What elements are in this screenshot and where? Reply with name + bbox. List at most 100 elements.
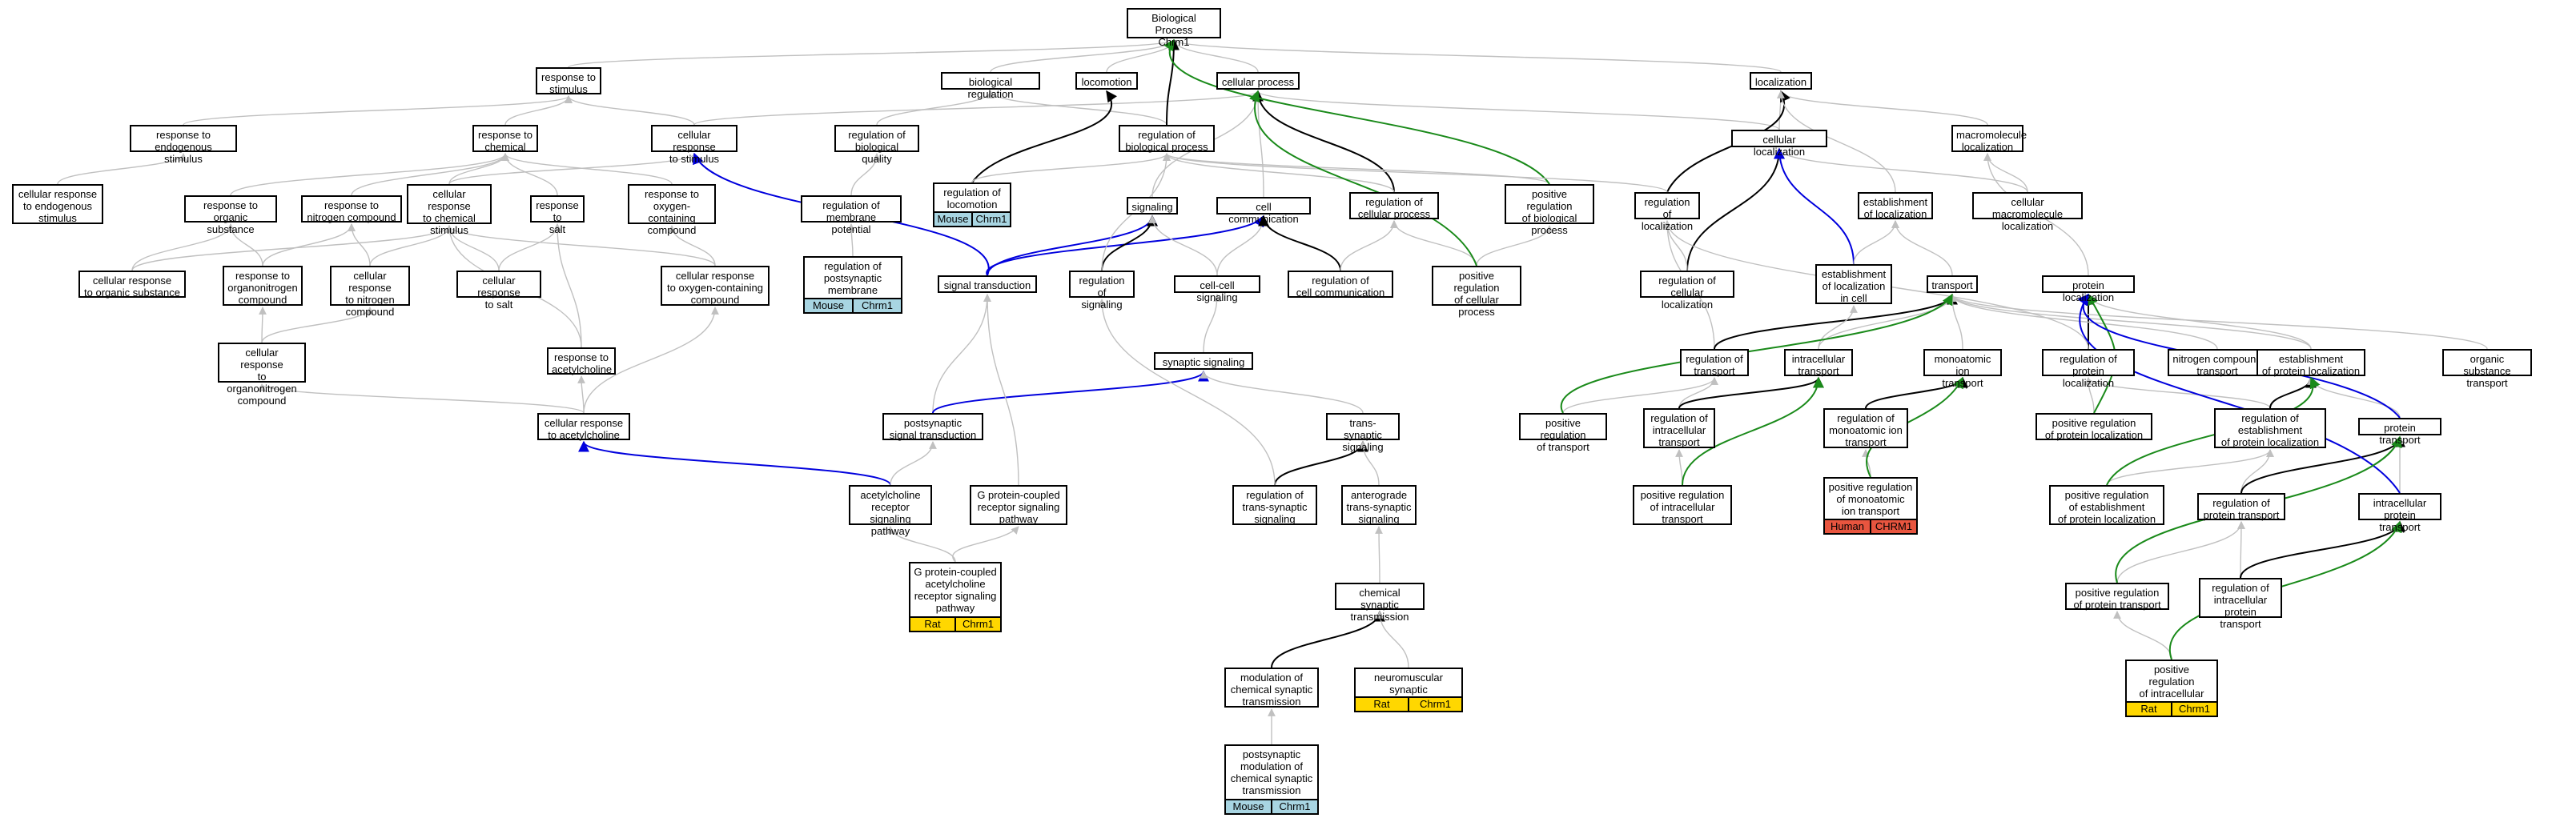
go-term-achr[interactable]: acetylcholine receptor signaling pathway xyxy=(849,485,932,537)
go-term-prbp[interactable]: positive regulation of biological proces… xyxy=(1505,184,1594,236)
edge-cst-to-ats xyxy=(1375,526,1383,583)
go-term-nmst[interactable]: neuromuscular synaptic transmissionRatCh… xyxy=(1354,668,1463,712)
go-term-mml[interactable]: macromolecule localization xyxy=(1951,125,2027,153)
go-term-label: response to acetylcholine xyxy=(552,351,613,375)
go-term-prpl[interactable]: positive regulation of protein localizat… xyxy=(2035,413,2152,441)
edge-tss-to-ssig xyxy=(1200,371,1364,414)
go-term-label: acetylcholine receptor signaling pathway xyxy=(860,489,921,537)
go-term-cml[interactable]: cellular macromolecule localization xyxy=(1972,192,2083,232)
go-term-label: macromolecule localization xyxy=(1956,129,2027,153)
go-term-ccs[interactable]: cell-cell signaling xyxy=(1174,275,1260,303)
go-term-rcl[interactable]: regulation of cellular localization xyxy=(1640,271,1734,311)
go-term-epl[interactable]: establishment of protein localization xyxy=(2257,349,2365,377)
go-term-ssig[interactable]: synaptic signaling xyxy=(1154,352,1253,370)
go-term-crtsalt[interactable]: cellular response to salt xyxy=(456,271,541,311)
edge-rcc-to-ccomm xyxy=(1258,215,1341,271)
go-term-sig[interactable]: signaling xyxy=(1127,197,1178,215)
go-term-rts[interactable]: response to stimulus xyxy=(536,67,601,95)
go-term-rbp[interactable]: regulation of biological process xyxy=(1119,125,1215,153)
go-term-prep[interactable]: positive regulation of establishment of … xyxy=(2049,485,2164,525)
edge-rtach-to-rtsalt xyxy=(553,223,582,348)
go-term-prcp[interactable]: positive regulation of cellular process xyxy=(1432,266,1521,318)
go-term-gpcach[interactable]: G protein-coupled acetylcholine receptor… xyxy=(909,562,1002,632)
go-term-transport[interactable]: transport xyxy=(1927,275,1978,293)
go-term-rtnc[interactable]: response to nitrogen compound xyxy=(301,195,402,223)
go-term-crtocc[interactable]: cellular response to oxygen-containing c… xyxy=(661,266,770,306)
go-term-ccomm[interactable]: cell communication xyxy=(1216,197,1311,225)
go-term-rpt[interactable]: regulation of protein transport xyxy=(2197,493,2285,521)
edge-st-to-sig xyxy=(987,215,1158,276)
go-term-label: establishment of localization xyxy=(1863,196,1928,220)
go-term-ict[interactable]: intracellular transport xyxy=(1784,349,1853,377)
go-term-label: regulation of cellular localization xyxy=(1658,275,1716,311)
go-term-mcst[interactable]: modulation of chemical synaptic transmis… xyxy=(1224,668,1319,708)
go-term-ats[interactable]: anterograde trans-synaptic signaling xyxy=(1341,485,1417,525)
go-term-rtr[interactable]: regulation of transport xyxy=(1680,349,1749,377)
go-term-crtach[interactable]: cellular response to acetylcholine xyxy=(537,413,630,441)
go-term-cloc[interactable]: cellular localization xyxy=(1731,130,1827,158)
edge-rep-to-rpl xyxy=(2084,377,2271,409)
go-term-crtes[interactable]: cellular response to endogenous stimulus xyxy=(12,184,103,224)
go-term-breg[interactable]: biological regulation xyxy=(941,72,1040,100)
go-term-rcc[interactable]: regulation of cell communication xyxy=(1288,271,1393,299)
go-term-prict[interactable]: positive regulation of intracellular tra… xyxy=(1633,485,1732,525)
go-term-rmp[interactable]: regulation of membrane potential xyxy=(801,195,902,235)
go-term-rtes[interactable]: response to endogenous stimulus xyxy=(130,125,237,165)
edge-rcl-to-cloc xyxy=(1686,147,1785,271)
go-term-gpcr[interactable]: G protein-coupled receptor signaling pat… xyxy=(970,485,1067,525)
go-term-label: regulation of biological quality xyxy=(848,129,906,165)
species-tag: Rat xyxy=(2125,701,2172,717)
go-term-ipt[interactable]: intracellular protein transport xyxy=(2358,493,2441,533)
go-term-ript[interactable]: regulation of intracellular protein tran… xyxy=(2199,578,2282,630)
go-term-rsig[interactable]: regulation of signaling xyxy=(1069,271,1135,311)
edge-rtsalt-to-rtc xyxy=(501,153,558,196)
go-term-rtach[interactable]: response to acetylcholine xyxy=(547,347,616,375)
go-term-eloc[interactable]: establishment of localization xyxy=(1858,192,1933,220)
go-term-prmit[interactable]: positive regulation of monoatomic ion tr… xyxy=(1823,477,1918,535)
go-term-label: cellular response to acetylcholine xyxy=(544,417,624,441)
go-term-rict[interactable]: regulation of intracellular transport xyxy=(1643,408,1715,448)
edge-prict-to-ict xyxy=(1682,376,1824,486)
go-term-tss[interactable]: trans-synaptic signaling xyxy=(1326,413,1400,453)
go-term-pript[interactable]: positive regulation of intracellular pro… xyxy=(2125,660,2218,717)
go-term-rtsalt[interactable]: response to salt xyxy=(530,195,585,235)
go-term-label: Biological Process Chrm1 xyxy=(1151,12,1196,48)
go-term-ploc[interactable]: protein localization xyxy=(2042,275,2135,303)
go-term-prt[interactable]: positive regulation of transport xyxy=(1519,413,1607,453)
edge-gpcach-to-gpcr xyxy=(952,526,1019,563)
go-term-crtos[interactable]: cellular response to organic substance xyxy=(78,271,186,299)
go-term-pst[interactable]: postsynaptic signal transduction xyxy=(882,413,983,441)
go-term-rep[interactable]: regulation of establishment of protein l… xyxy=(2214,408,2326,448)
go-term-crtcs[interactable]: cellular response to chemical stimulus xyxy=(407,184,492,236)
go-term-rbq[interactable]: regulation of biological quality xyxy=(834,125,919,165)
go-term-cproc[interactable]: cellular process xyxy=(1216,72,1300,90)
go-term-crtonc[interactable]: cellular response to organonitrogen comp… xyxy=(218,343,306,407)
go-term-crtnc[interactable]: cellular response to nitrogen compound xyxy=(330,266,410,318)
go-term-cst[interactable]: chemical synaptic transmission xyxy=(1335,583,1425,623)
go-term-rtc[interactable]: response to chemical xyxy=(472,125,538,153)
go-term-rcp[interactable]: regulation of cellular process xyxy=(1349,192,1439,220)
go-term-elc[interactable]: establishment of localization in cell xyxy=(1815,264,1892,304)
go-term-localz[interactable]: localization xyxy=(1750,72,1812,90)
go-term-rmit[interactable]: regulation of monoatomic ion transport xyxy=(1823,408,1908,448)
go-term-rloc[interactable]: regulation of localization xyxy=(1634,192,1700,232)
go-term-rtss[interactable]: regulation of trans-synaptic signaling xyxy=(1232,485,1317,525)
go-term-label: establishment of localization in cell xyxy=(1821,268,1887,304)
go-term-bp[interactable]: Biological Process Chrm1 xyxy=(1127,8,1221,48)
go-term-crts[interactable]: cellular response to stimulus xyxy=(651,125,737,165)
go-term-rpl[interactable]: regulation of protein localization xyxy=(2042,349,2135,389)
go-term-pt[interactable]: protein transport xyxy=(2358,418,2441,446)
go-term-st[interactable]: signal transduction xyxy=(938,275,1037,293)
go-term-pmcst[interactable]: postsynaptic modulation of chemical syna… xyxy=(1224,744,1319,815)
go-term-rtos[interactable]: response to organic substance xyxy=(184,195,277,235)
go-term-rpmp[interactable]: regulation of postsynaptic membrane pote… xyxy=(803,256,902,314)
edge-eloc-to-localz xyxy=(1777,90,1896,193)
go-term-prpt[interactable]: positive regulation of protein transport xyxy=(2065,583,2169,611)
go-term-ost[interactable]: organic substance transport xyxy=(2442,349,2532,389)
go-term-mit[interactable]: monoatomic ion transport xyxy=(1923,349,2002,389)
go-term-rtocc[interactable]: response to oxygen-containing compound xyxy=(628,184,716,236)
go-term-loco[interactable]: locomotion xyxy=(1075,72,1138,90)
go-term-rtonc[interactable]: response to organonitrogen compound xyxy=(223,266,303,306)
go-term-nct[interactable]: nitrogen compound transport xyxy=(2168,349,2267,377)
